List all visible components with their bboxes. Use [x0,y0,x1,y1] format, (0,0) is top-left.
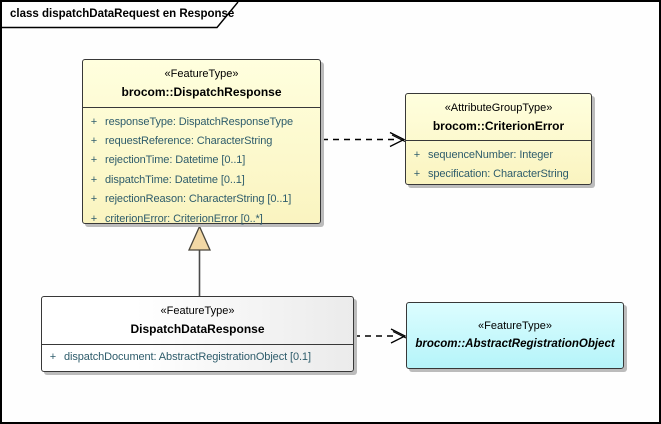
visibility-marker: + [90,173,98,186]
attribute-row: + rejectionTime: Datetime [0..1] [83,151,320,170]
dependency-arrow-to-abstract-registration-object [354,328,407,344]
attribute-text: specification: CharacterString [428,168,569,181]
attribute-row: + dispatchDocument: AbstractRegistration… [42,347,353,366]
stereotype-label: «FeatureType» [478,320,552,332]
visibility-marker: + [90,193,98,206]
visibility-marker: + [49,350,57,363]
class-header: «FeatureType» brocom::AbstractRegistrati… [407,303,623,368]
diagram-title: class dispatchDataRequest en Response [10,8,235,20]
class-name: brocom::AbstractRegistrationObject [415,338,615,350]
class-header: «FeatureType» brocom::DispatchResponse [83,60,320,108]
class-name: DispatchDataResponse [130,322,265,336]
attributes-compartment: + dispatchDocument: AbstractRegistration… [42,345,353,366]
class-name: brocom::CriterionError [432,118,565,133]
stereotype-label: «FeatureType» [164,68,239,80]
stereotype-label: «FeatureType» [160,305,235,317]
class-criterion-error: «AttributeGroupType» brocom::CriterionEr… [405,93,592,185]
attribute-row: + sequenceNumber: Integer [406,145,591,164]
attributes-compartment: + responseType: DispatchResponseType + r… [83,108,320,228]
stereotype-label: «AttributeGroupType» [444,101,553,114]
attribute-row: + requestReference: CharacterString [83,131,320,150]
class-header: «AttributeGroupType» brocom::CriterionEr… [406,94,591,141]
attribute-row: + specification: CharacterString [406,164,591,183]
attribute-text: sequenceNumber: Integer [428,148,553,161]
visibility-marker: + [90,115,98,128]
attribute-text: dispatchTime: Datetime [0..1] [105,173,245,186]
visibility-marker: + [413,168,421,181]
generalization-arrow [187,224,212,296]
dependency-arrow-to-criterion-error [322,131,406,148]
class-dispatch-data-response: «FeatureType» DispatchDataResponse + dis… [41,296,354,372]
class-header: «FeatureType» DispatchDataResponse [42,297,353,345]
attributes-compartment: + sequenceNumber: Integer + specificatio… [406,141,591,184]
attribute-text: criterionError: CriterionError [0..*] [105,212,263,225]
class-abstract-registration-object: «FeatureType» brocom::AbstractRegistrati… [406,302,624,369]
diagram-frame-tab: class dispatchDataRequest en Response [2,2,242,29]
attribute-text: responseType: DispatchResponseType [105,115,293,128]
attribute-text: dispatchDocument: AbstractRegistrationOb… [64,350,311,363]
attribute-row: + responseType: DispatchResponseType [83,112,320,131]
attribute-row: + dispatchTime: Datetime [0..1] [83,170,320,189]
visibility-marker: + [90,212,98,225]
class-name: brocom::DispatchResponse [121,85,282,99]
visibility-marker: + [90,154,98,167]
attribute-text: requestReference: CharacterString [105,135,273,148]
attribute-text: rejectionReason: CharacterString [0..1] [105,193,292,206]
class-dispatch-response: «FeatureType» brocom::DispatchResponse +… [82,59,321,225]
visibility-marker: + [90,135,98,148]
attribute-row: + criterionError: CriterionError [0..*] [83,209,320,228]
visibility-marker: + [413,148,421,161]
attribute-row: + rejectionReason: CharacterString [0..1… [83,190,320,209]
attribute-text: rejectionTime: Datetime [0..1] [105,154,246,167]
frame-tab-border-icon [2,2,239,29]
